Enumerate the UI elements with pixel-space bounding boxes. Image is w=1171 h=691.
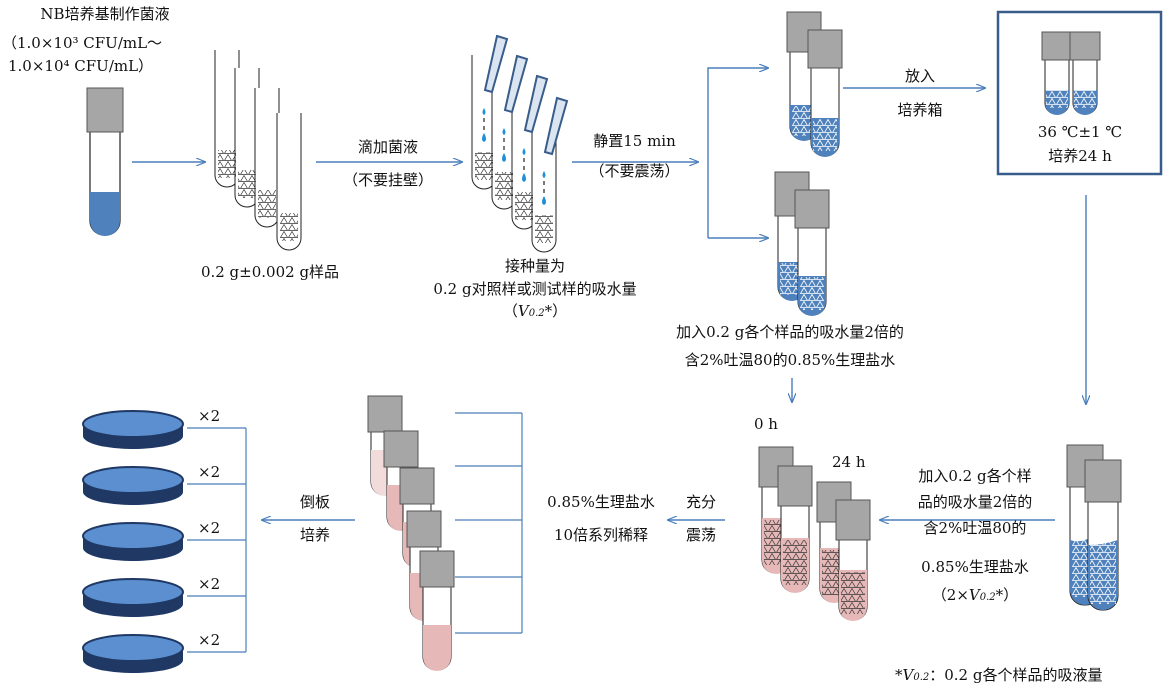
sample-tubes	[214, 50, 302, 251]
label-add-24h-4: 0.85%生理盐水	[921, 558, 1029, 576]
petri-plate	[82, 522, 184, 561]
label-plate-2: 培养	[299, 526, 330, 544]
label-dilution-1: 0.85%生理盐水	[547, 493, 655, 511]
petri-plate	[82, 634, 184, 673]
label-add-24h-5: （2×V0.2*）	[931, 586, 1019, 604]
label-inoculum-1: 接种量为	[504, 257, 565, 275]
label-inoculum-3: （V0.2*）	[502, 302, 568, 320]
label-medium-title: NB培养基制作菌液	[40, 5, 170, 23]
dilution-tubes	[367, 395, 455, 671]
label-add-24h-1: 加入0.2 g各个样	[918, 467, 1032, 485]
label-times-4: ×2	[198, 575, 221, 593]
label-standing-2: （不要震荡）	[589, 162, 680, 180]
label-shake-2: 震荡	[685, 526, 716, 544]
medium-tube	[86, 87, 124, 236]
label-standing-1: 静置15 min	[593, 132, 676, 150]
pipettes	[483, 34, 569, 156]
label-times-3: ×2	[198, 519, 221, 537]
incubator-tubes	[1041, 31, 1101, 115]
label-footnote: *V0.2：0.2 g各个样品的吸液量	[895, 666, 1103, 684]
tubes-24h-branch	[786, 11, 843, 157]
label-add-0h-2: 含2%吐温80的0.85%生理盐水	[684, 351, 896, 369]
pink-tubes	[758, 446, 871, 621]
label-incubation-2: 培养24 h	[1048, 147, 1112, 165]
label-inoculum-2: 0.2 g对照样或测试样的吸水量	[433, 280, 637, 298]
petri-plate	[82, 578, 184, 617]
label-time-24h: 24 h	[832, 453, 866, 471]
label-dilution-2: 10倍系列稀释	[553, 526, 649, 544]
label-plate-1: 倒板	[299, 493, 330, 511]
branch-lines	[707, 68, 768, 238]
label-medium-conc-2: 1.0×10⁴ CFU/mL）	[8, 57, 154, 75]
petri-plates	[82, 410, 184, 673]
dilution-bracket	[455, 412, 523, 634]
droplets	[482, 108, 546, 205]
label-sample-weight: 0.2 g±0.002 g样品	[200, 263, 340, 281]
label-medium-conc-1: （1.0×10³ CFU/mL～	[2, 34, 163, 52]
petri-plate	[82, 466, 184, 505]
label-shake-1: 充分	[685, 493, 716, 511]
label-add-24h-3: 含2%吐温80的	[923, 519, 1027, 537]
label-times-2: ×2	[198, 463, 221, 481]
label-drip-1: 滴加菌液	[357, 138, 418, 156]
label-incubator-2: 培养箱	[897, 101, 943, 119]
petri-plate	[82, 410, 184, 449]
label-drip-2: （不要挂壁）	[342, 171, 433, 189]
label-incubation-1: 36 ℃±1 ℃	[1037, 123, 1123, 141]
label-time-0h: 0 h	[754, 415, 778, 433]
label-times-5: ×2	[198, 631, 221, 649]
tubes-0h-branch	[774, 171, 830, 316]
label-add-0h-1: 加入0.2 g各个样品的吸水量2倍的	[676, 323, 904, 341]
label-incubator-1: 放入	[904, 67, 935, 85]
label-times-1: ×2	[198, 407, 221, 425]
label-add-24h-2: 品的吸水量2倍的	[917, 493, 1033, 511]
tubes-24h-grown	[1066, 444, 1122, 611]
plate-bracket	[187, 427, 247, 653]
drip-dashes	[483, 118, 545, 196]
